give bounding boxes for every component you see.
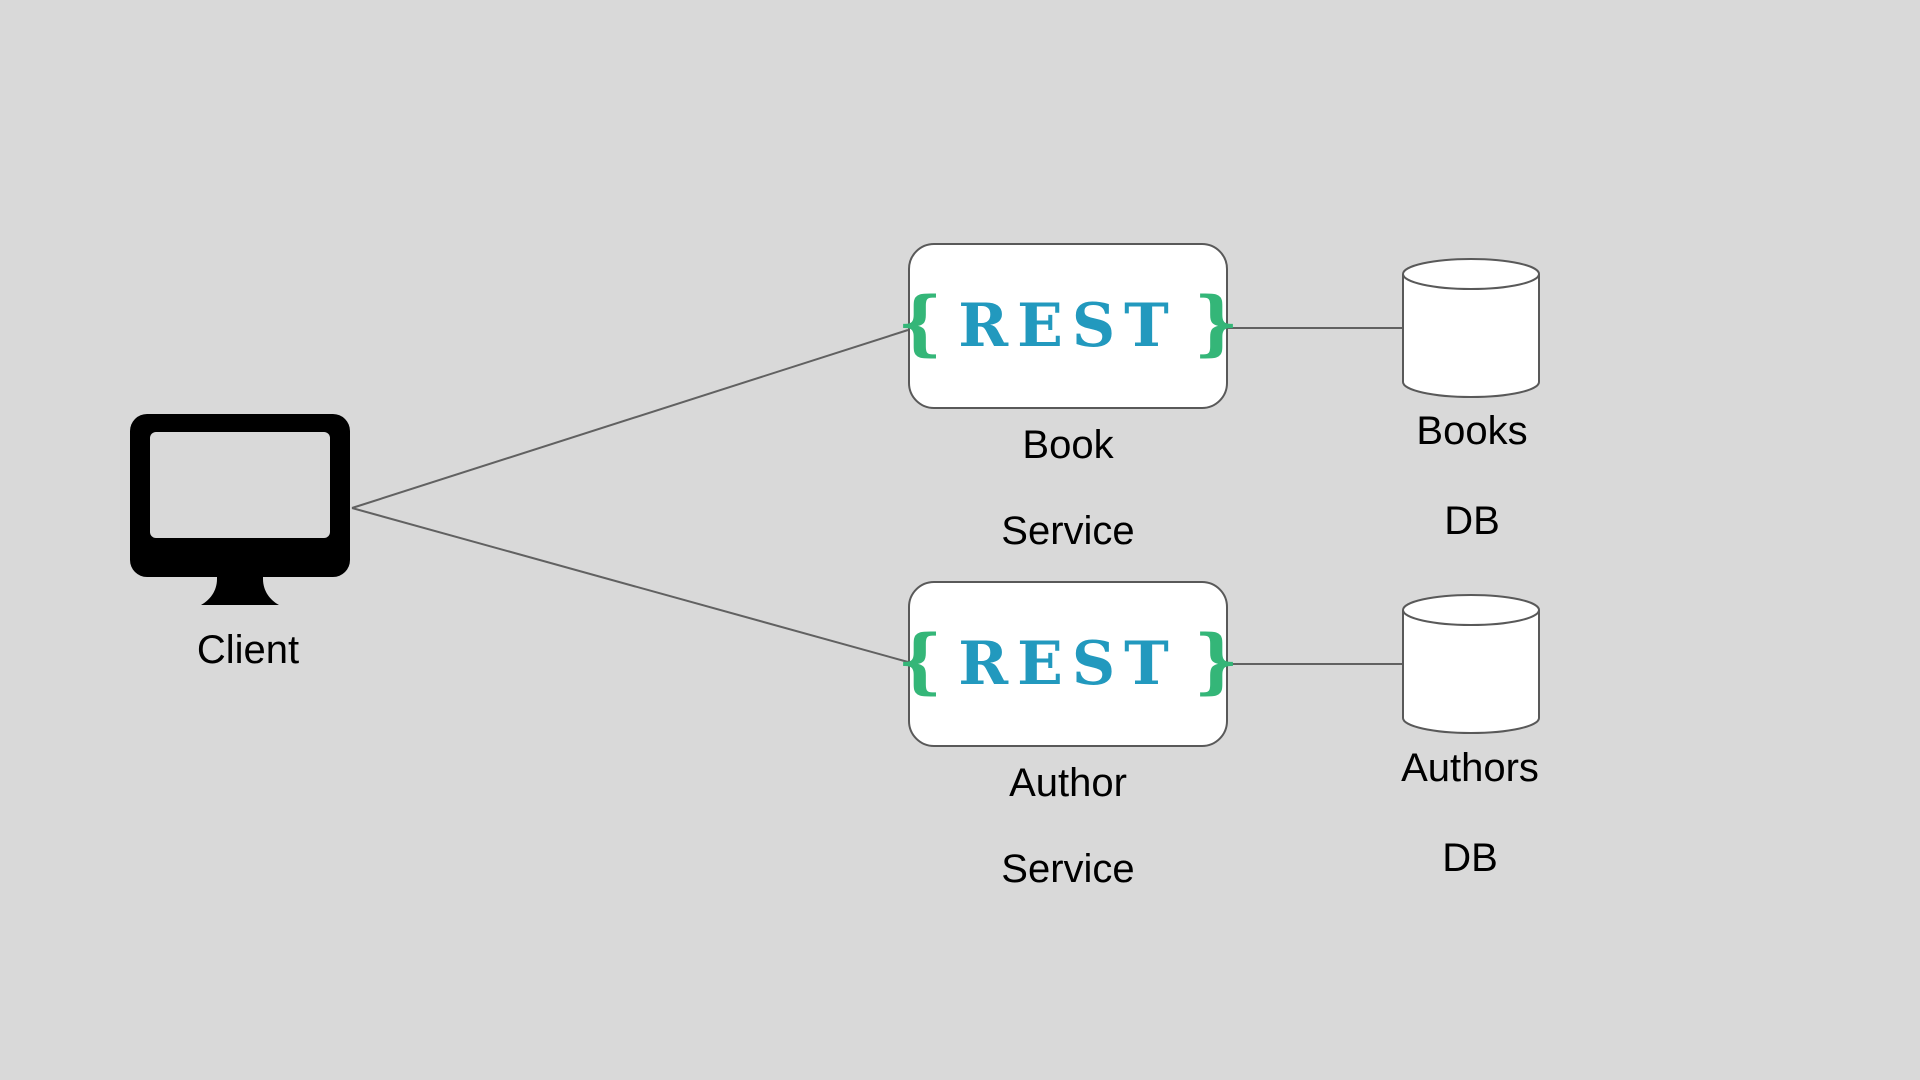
open-brace-icon: {	[897, 281, 943, 364]
book-service-label-line1: Book	[1022, 423, 1114, 467]
rest-badge-text: REST	[958, 291, 1178, 361]
books-db-label-line1: Books	[1416, 409, 1528, 453]
author-service-node: { REST }	[897, 581, 1239, 747]
author-service-label-line2: Service	[1001, 847, 1135, 891]
authors-db-label-line2: DB	[1442, 836, 1498, 880]
books-db-database-icon	[1402, 258, 1540, 398]
close-brace-icon: }	[1193, 281, 1239, 364]
authors-db-database-icon	[1402, 594, 1540, 734]
author-service-label-line1: Author	[1009, 761, 1127, 805]
desktop-monitor-icon	[130, 414, 350, 605]
author-service-label: Author Service	[908, 762, 1228, 891]
open-brace-icon: {	[897, 619, 943, 702]
client-label: Client	[196, 628, 300, 672]
authors-db-label-line1: Authors	[1401, 746, 1539, 790]
book-service-label-line2: Service	[1001, 509, 1135, 553]
rest-badge-text: REST	[958, 629, 1178, 699]
book-service-label: Book Service	[908, 424, 1228, 553]
book-service-node: { REST }	[897, 243, 1239, 409]
edge-client-author-service	[351, 507, 909, 663]
edge-client-book-service	[351, 329, 909, 509]
books-db-label: Books DB	[1372, 409, 1572, 544]
authors-db-label: Authors DB	[1370, 746, 1570, 881]
books-db-label-line2: DB	[1444, 499, 1500, 543]
close-brace-icon: }	[1193, 619, 1239, 702]
